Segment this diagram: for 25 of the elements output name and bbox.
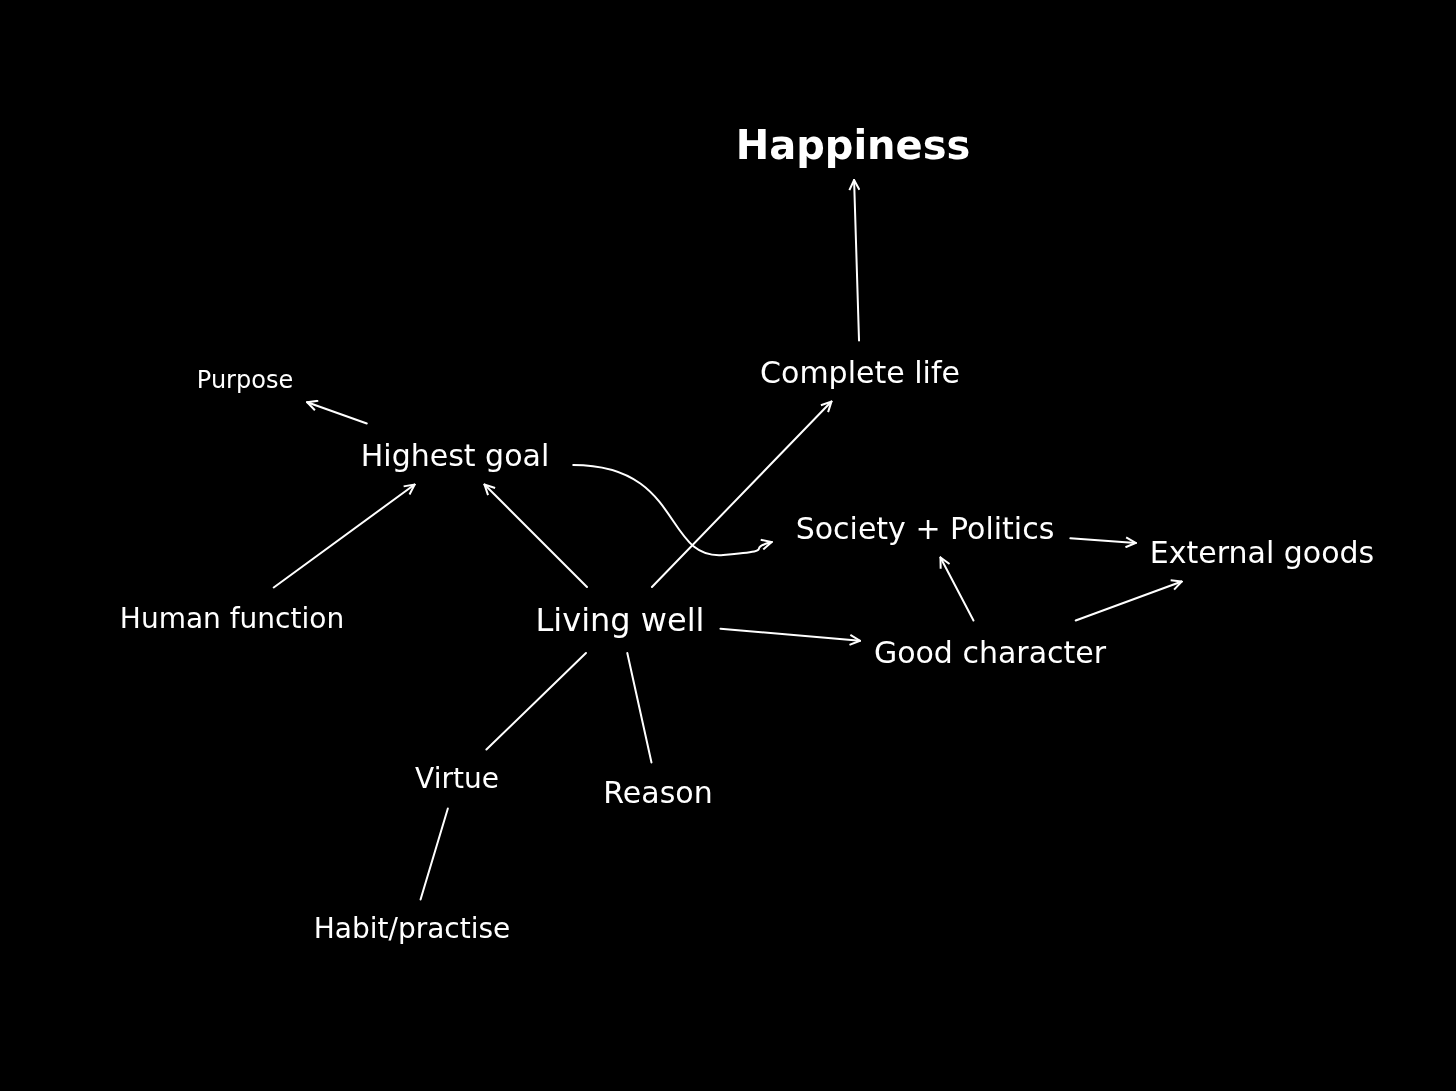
arrow [848, 179, 861, 342]
arrow [483, 483, 588, 588]
connector-line [485, 652, 587, 751]
arrow [572, 464, 773, 556]
concept-label: Virtue [411, 759, 503, 797]
connector-line [419, 807, 449, 901]
concept-label: Living well [531, 599, 709, 641]
concept-label: Habit/practise [309, 909, 515, 947]
concept-label: Purpose [192, 364, 298, 396]
concept-label: Human function [115, 599, 349, 637]
concept-label: Happiness [731, 120, 975, 170]
concept-label: Highest goal [356, 435, 554, 475]
arrow [719, 627, 861, 646]
arrow [939, 556, 975, 622]
connector-line [626, 652, 653, 764]
concept-label: Society + Politics [791, 508, 1059, 548]
concept-label: Reason [599, 772, 717, 812]
arrow [306, 399, 368, 425]
concept-label: Complete life [756, 352, 964, 392]
arrow [1074, 579, 1183, 622]
arrow [272, 483, 416, 589]
arrow [1069, 536, 1137, 549]
concept-label: External goods [1145, 532, 1379, 572]
arrow [650, 400, 833, 588]
concept-label: Good character [869, 632, 1111, 672]
